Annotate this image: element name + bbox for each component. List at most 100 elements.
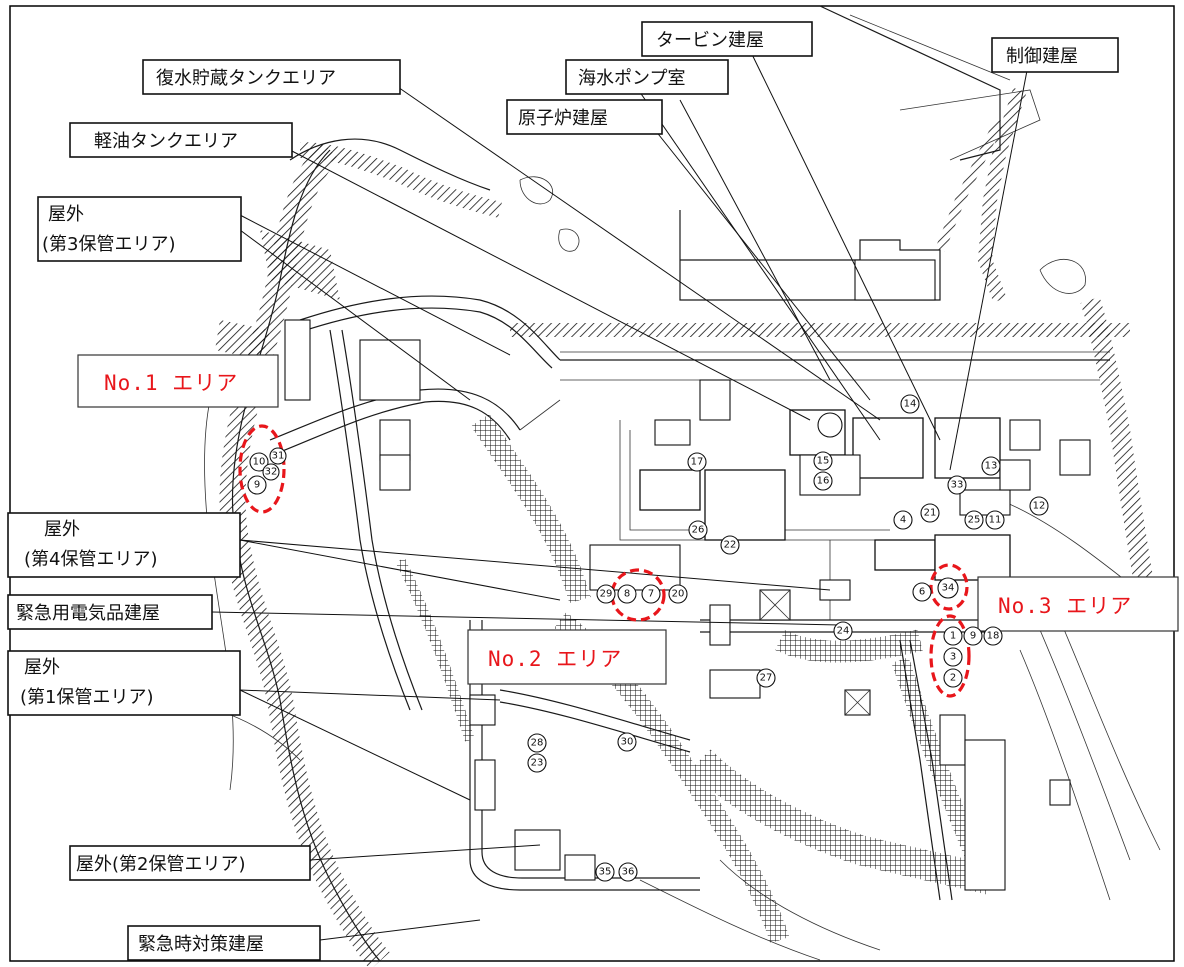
callout-labels: タービン建屋 制御建屋 復水貯蔵タンクエリア 海水ポンプ室 原子炉建屋 軽油タン… bbox=[7, 21, 1119, 961]
svg-text:33: 33 bbox=[951, 480, 964, 491]
svg-text:11: 11 bbox=[989, 515, 1002, 526]
leader-lines bbox=[211, 39, 1031, 941]
marker-9b: 9 bbox=[963, 626, 983, 646]
svg-text:36: 36 bbox=[622, 867, 635, 878]
svg-text:屋外: 屋外 bbox=[24, 657, 60, 678]
svg-text:(第4保管エリア): (第4保管エリア) bbox=[24, 549, 158, 570]
svg-text:31: 31 bbox=[272, 451, 285, 462]
marker-31: 31 bbox=[269, 447, 287, 465]
label-seawater-pump-room: 海水ポンプ室 bbox=[565, 59, 729, 95]
turbine-building-shape bbox=[852, 417, 924, 479]
road-layer bbox=[179, 295, 1100, 901]
label-light-oil-tank-area: 軽油タンクエリア bbox=[69, 122, 293, 158]
area-label-no1: No.1 エリア bbox=[77, 354, 279, 408]
marker-34: 34 bbox=[937, 577, 959, 599]
marker-4: 4 bbox=[893, 510, 913, 530]
ring-area-3b bbox=[929, 614, 971, 698]
svg-text:No.3 エリア: No.3 エリア bbox=[998, 594, 1132, 618]
marker-7: 7 bbox=[641, 584, 661, 604]
svg-text:22: 22 bbox=[724, 540, 737, 551]
svg-text:27: 27 bbox=[760, 673, 773, 684]
label-outdoor-storage-area-1: 屋外 (第1保管エリア) bbox=[7, 650, 241, 716]
svg-text:32: 32 bbox=[265, 467, 278, 478]
marker-15: 15 bbox=[813, 451, 833, 471]
marker-22: 22 bbox=[720, 535, 740, 555]
svg-text:20: 20 bbox=[672, 589, 685, 600]
svg-text:3: 3 bbox=[950, 652, 956, 663]
svg-text:29: 29 bbox=[600, 589, 613, 600]
svg-text:(第1保管エリア): (第1保管エリア) bbox=[20, 687, 154, 708]
marker-17: 17 bbox=[687, 452, 707, 472]
marker-6: 6 bbox=[912, 582, 932, 602]
svg-text:制御建屋: 制御建屋 bbox=[1006, 46, 1078, 67]
svg-text:復水貯蔵タンクエリア: 復水貯蔵タンクエリア bbox=[156, 68, 336, 89]
svg-text:18: 18 bbox=[987, 631, 1000, 642]
marker-3: 3 bbox=[943, 647, 963, 667]
marker-1: 1 bbox=[943, 626, 963, 646]
marker-28: 28 bbox=[527, 733, 547, 753]
svg-text:13: 13 bbox=[985, 461, 998, 472]
marker-32: 32 bbox=[262, 463, 280, 481]
area-highlight-rings bbox=[238, 424, 971, 698]
marker-25: 25 bbox=[964, 510, 984, 530]
label-emergency-electrical-building: 緊急用電気品建屋 bbox=[7, 594, 213, 630]
marker-14: 14 bbox=[900, 394, 920, 414]
numbered-markers: 10 31 32 9 14 15 16 17 13 33 12 21 4 25 … bbox=[247, 394, 1049, 882]
marker-13: 13 bbox=[981, 456, 1001, 476]
svg-text:30: 30 bbox=[621, 737, 634, 748]
svg-text:屋外: 屋外 bbox=[48, 204, 84, 225]
marker-9: 9 bbox=[247, 475, 267, 495]
svg-text:24: 24 bbox=[837, 626, 850, 637]
svg-text:1: 1 bbox=[950, 631, 956, 642]
svg-text:海水ポンプ室: 海水ポンプ室 bbox=[578, 68, 685, 89]
ring-area-2 bbox=[610, 568, 666, 622]
svg-text:緊急用電気品建屋: 緊急用電気品建屋 bbox=[16, 603, 160, 624]
area-label-no3: No.3 エリア bbox=[977, 576, 1179, 632]
marker-35: 35 bbox=[595, 862, 615, 882]
marker-24: 24 bbox=[833, 621, 853, 641]
svg-text:軽油タンクエリア: 軽油タンクエリア bbox=[94, 131, 238, 152]
svg-text:4: 4 bbox=[900, 515, 906, 526]
svg-text:26: 26 bbox=[692, 525, 705, 536]
svg-text:25: 25 bbox=[968, 515, 981, 526]
ring-area-1 bbox=[238, 424, 286, 514]
svg-text:緊急時対策建屋: 緊急時対策建屋 bbox=[138, 934, 264, 955]
label-emergency-response-building: 緊急時対策建屋 bbox=[127, 925, 321, 961]
reactor-building-shape bbox=[704, 469, 786, 541]
marker-16: 16 bbox=[813, 471, 833, 491]
svg-text:No.2 エリア: No.2 エリア bbox=[488, 647, 622, 671]
svg-text:No.1 エリア: No.1 エリア bbox=[104, 371, 238, 395]
svg-text:23: 23 bbox=[531, 758, 544, 769]
label-reactor-building: 原子炉建屋 bbox=[506, 99, 663, 135]
svg-text:7: 7 bbox=[648, 589, 654, 600]
svg-text:屋外: 屋外 bbox=[44, 519, 80, 540]
marker-33: 33 bbox=[947, 475, 967, 495]
marker-11: 11 bbox=[985, 510, 1005, 530]
marker-20: 20 bbox=[668, 584, 688, 604]
area-label-no2: No.2 エリア bbox=[467, 629, 667, 685]
svg-text:28: 28 bbox=[531, 738, 544, 749]
marker-21: 21 bbox=[920, 503, 940, 523]
marker-27: 27 bbox=[756, 668, 776, 688]
marker-18: 18 bbox=[983, 626, 1003, 646]
marker-8: 8 bbox=[617, 584, 637, 604]
svg-text:15: 15 bbox=[817, 456, 830, 467]
svg-text:タービン建屋: タービン建屋 bbox=[656, 30, 764, 51]
label-condensate-tank-area: 復水貯蔵タンクエリア bbox=[142, 59, 401, 95]
marker-12: 12 bbox=[1029, 496, 1049, 516]
label-outdoor-storage-area-4: 屋外 (第4保管エリア) bbox=[7, 512, 241, 578]
marker-23: 23 bbox=[527, 753, 547, 773]
svg-text:原子炉建屋: 原子炉建屋 bbox=[518, 108, 608, 129]
svg-text:8: 8 bbox=[624, 589, 630, 600]
svg-text:10: 10 bbox=[253, 457, 266, 468]
svg-text:(第3保管エリア): (第3保管エリア) bbox=[42, 234, 176, 255]
svg-text:屋外(第2保管エリア): 屋外(第2保管エリア) bbox=[76, 854, 246, 875]
marker-10: 10 bbox=[249, 452, 269, 472]
marker-29: 29 bbox=[596, 584, 616, 604]
svg-text:2: 2 bbox=[950, 673, 956, 684]
marker-36: 36 bbox=[618, 862, 638, 882]
area-labels: No.1 エリア No.2 エリア No.3 エリア bbox=[77, 354, 1179, 685]
marker-26: 26 bbox=[688, 520, 708, 540]
svg-text:21: 21 bbox=[924, 508, 937, 519]
